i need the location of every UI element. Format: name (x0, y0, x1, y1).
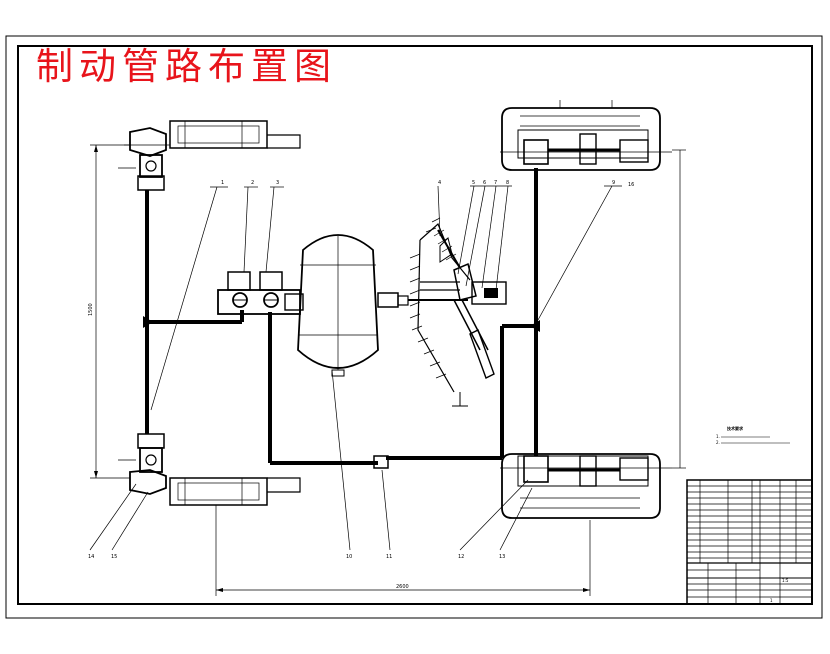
callout-5: 5 (472, 180, 475, 186)
callout-14: 14 (88, 554, 94, 560)
front-left-wheel-assembly (118, 120, 301, 191)
track-dimension-label: 1500 (88, 303, 94, 316)
title-block-scale: 1:5 (782, 578, 789, 583)
callout-16: 16 (628, 182, 634, 188)
callout-15: 15 (111, 554, 117, 560)
tech-notes-heading: 技术要求 (727, 425, 744, 431)
tech-note-2: 2. (716, 440, 720, 445)
callout-1: 1 (221, 180, 224, 186)
dimension-track (90, 144, 130, 479)
drawing-title: 制动管路布置图 (36, 45, 337, 88)
tech-note-1: 1. (716, 434, 720, 439)
callout-4: 4 (438, 180, 441, 186)
inner-border (17, 45, 813, 605)
brake-master-cylinder (217, 271, 304, 315)
rear-left-wheel-assembly (118, 433, 301, 506)
callout-8: 8 (506, 180, 509, 186)
title-block-sheet: 1 (770, 598, 773, 603)
rear-right-wheel-assembly (500, 453, 672, 519)
vacuum-booster (297, 234, 468, 377)
callout-6: 6 (483, 180, 486, 186)
leader-lines (89, 185, 622, 551)
callout-3: 3 (276, 180, 279, 186)
outer-border (5, 35, 823, 619)
dimension-wheelbase (215, 505, 591, 596)
callout-2: 2 (251, 180, 254, 186)
callout-9: 9 (612, 180, 615, 186)
front-right-wheel-assembly (500, 100, 672, 171)
callout-7: 7 (494, 180, 497, 186)
brake-pipe-network (143, 168, 540, 469)
callout-12: 12 (458, 554, 464, 560)
callout-10: 10 (346, 554, 352, 560)
callout-11: 11 (386, 554, 392, 560)
wheelbase-dimension-label: 2600 (396, 584, 409, 590)
title-block (686, 479, 813, 605)
brake-pedal-assembly (409, 217, 507, 407)
dimension-right (672, 149, 686, 469)
callout-13: 13 (499, 554, 505, 560)
